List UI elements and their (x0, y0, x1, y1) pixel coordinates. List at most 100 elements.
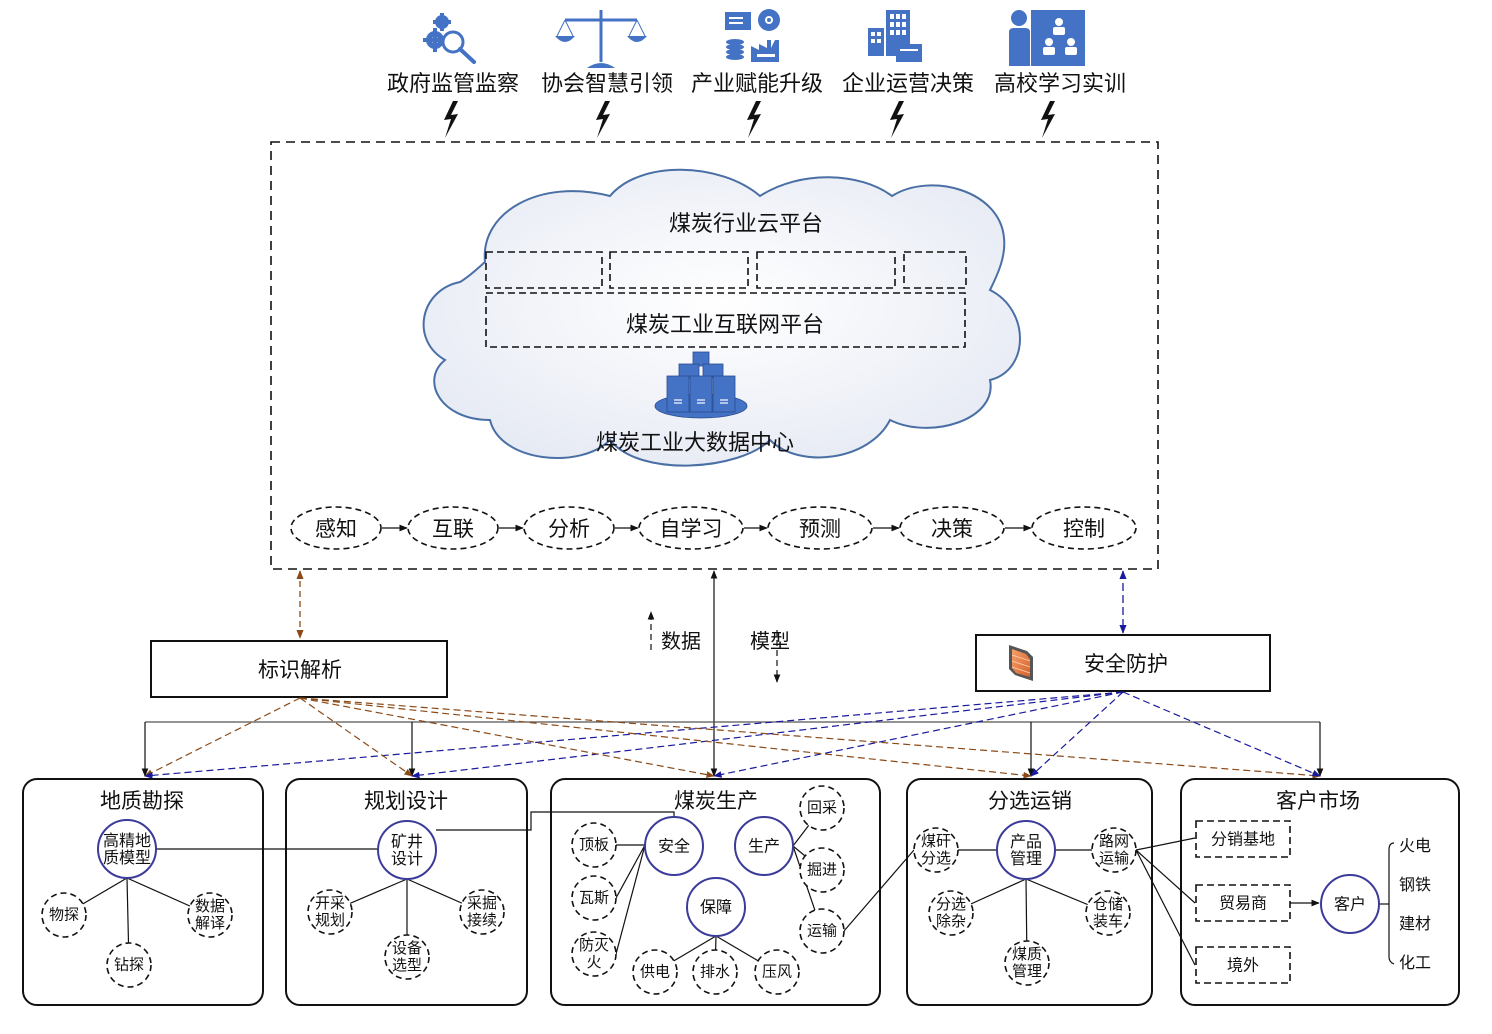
sub-node-circle (928, 890, 974, 936)
sub-node-label: 钻探 (113, 955, 145, 974)
sales-to-overseas-link (1135, 849, 1196, 966)
sub-node-label: 煤矸分选 (920, 832, 952, 867)
hub-node-label: 产品管理 (1009, 832, 1043, 868)
sub-node-circle (913, 827, 959, 873)
sub-node-circle (754, 949, 800, 995)
stakeholder-label: 协会智慧引领 (540, 72, 674, 97)
channel-label: 境外 (1226, 955, 1260, 975)
industry-certificate-icon (725, 9, 780, 62)
identification-fan-arrow (299, 697, 715, 778)
sub-node-circle (459, 889, 505, 935)
panel-geology (22, 778, 264, 1006)
fan-out-links (144, 691, 1321, 779)
sub-node-label: 供电 (639, 962, 671, 981)
hub-node-label: 保障 (699, 897, 733, 917)
panel-title-sales: 分选运销 (988, 789, 1072, 813)
flow-step: 预测 (799, 517, 841, 541)
sub-node-label: 瓦斯 (578, 888, 610, 907)
sub-node-label: 分选除杂 (935, 895, 967, 930)
flow-step-ellipse (899, 506, 1005, 550)
node-link (615, 844, 646, 899)
sub-node-circle (571, 822, 617, 868)
industry-label: 建材 (1399, 914, 1432, 933)
stakeholder-label: 高校学习实训 (993, 72, 1127, 97)
office-building-icon (868, 10, 922, 62)
sub-node-label: 开采规划 (314, 894, 346, 929)
flow-step: 决策 (931, 517, 973, 541)
flow-step: 感知 (315, 517, 357, 541)
industry-label: 火电 (1399, 836, 1432, 855)
channel-overseas (1195, 946, 1291, 984)
value-chain-panels (22, 778, 1460, 1006)
sub-node-label: 采掘接续 (466, 894, 498, 929)
platform-slot (903, 251, 967, 289)
flow-step: 分析 (548, 517, 590, 541)
sub-node-label: 顶板 (578, 835, 610, 854)
hub-node-circle (97, 819, 157, 879)
hub-node-circle (686, 877, 746, 937)
sub-node-label: 仓储装车 (1092, 895, 1124, 930)
sub-node-label: 掘进 (806, 860, 838, 879)
channel-trader (1195, 884, 1291, 922)
identification-box (150, 640, 448, 698)
sub-node-circle (799, 908, 845, 954)
hub-node-label: 客户 (1333, 894, 1367, 914)
gears-magnifier-icon (423, 13, 476, 64)
panel-title-production: 煤炭生产 (674, 789, 758, 813)
security-fan-arrow (713, 691, 1124, 778)
cloud-platform-title: 煤炭行业云平台 (668, 212, 824, 237)
identification-fan-arrow (299, 697, 1321, 779)
planning-to-safety-link (436, 811, 675, 831)
sub-node-label: 回采 (806, 798, 838, 817)
sub-node-label: 排水 (699, 962, 731, 981)
sub-node-circle (307, 889, 353, 935)
hub-node-label: 安全 (657, 836, 691, 856)
flow-step-ellipse (523, 506, 615, 550)
sub-node-circle (571, 875, 617, 921)
sub-node-label: 路网运输 (1098, 832, 1130, 867)
security-label: 安全防护 (1084, 652, 1168, 676)
panel-nodes (41, 785, 1380, 995)
sub-node-circle (41, 892, 87, 938)
panel-title-market: 客户市场 (1276, 789, 1360, 813)
security-fan-arrow (1030, 691, 1124, 777)
flow-chain (290, 506, 1137, 550)
lightning-bolt-icon (747, 101, 761, 138)
data-label: 数据 (661, 629, 701, 653)
identification-label: 标识解析 (258, 658, 342, 682)
flow-step: 互联 (432, 517, 474, 541)
industry-bracket (1388, 842, 1395, 965)
identification-fan-arrow (144, 697, 301, 777)
sub-node-circle (106, 942, 152, 988)
sub-node-circle (571, 931, 617, 977)
lightning-bolt-icon (890, 101, 904, 138)
platform-slot (609, 251, 749, 289)
hub-node-circle (1320, 874, 1380, 934)
model-label: 模型 (750, 629, 790, 653)
stakeholder-label: 企业运营决策 (841, 72, 975, 97)
platform-slots (485, 251, 967, 289)
sales-to-trader-link (1135, 849, 1196, 904)
stakeholder-label: 产业赋能升级 (690, 72, 824, 97)
sub-node-circle (632, 949, 678, 995)
lightning-bolt-icon (444, 101, 458, 138)
sub-node-circle (692, 949, 738, 995)
hub-node-circle (734, 816, 794, 876)
node-link (615, 844, 646, 955)
sub-node-circle (1091, 827, 1137, 873)
platform-slot (756, 251, 896, 289)
panel-sales (906, 778, 1153, 1006)
scales-icon (555, 10, 647, 68)
data-center-label: 煤炭工业大数据中心 (595, 431, 795, 456)
industry-label: 化工 (1399, 953, 1432, 972)
sales-to-distribution-link (1135, 837, 1196, 851)
channel-label: 贸易商 (1218, 893, 1268, 913)
hub-node-circle (644, 816, 704, 876)
internet-platform-box (485, 292, 966, 348)
sub-node-circle (1085, 890, 1131, 936)
sub-node-label: 煤质管理 (1011, 945, 1043, 980)
platform-slot (485, 251, 603, 289)
flow-step-ellipse (767, 506, 873, 550)
hub-node-label: 生产 (747, 836, 781, 856)
